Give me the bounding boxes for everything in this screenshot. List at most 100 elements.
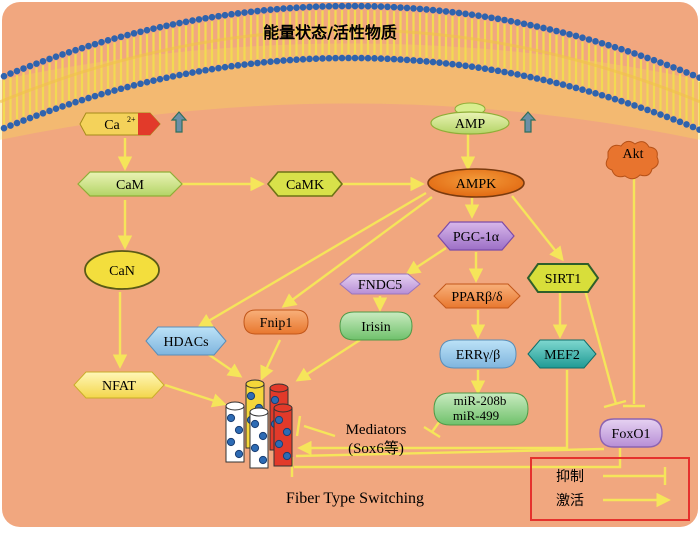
lipid-head [637,104,645,111]
lipid-head [7,70,14,77]
lipid-head [527,21,534,29]
membrane-core [0,28,700,104]
lipid-head [598,91,606,99]
node-err: ERRγ/β [439,339,517,369]
lipid-head [0,72,8,80]
lipid-head [416,57,424,65]
lipid-head [670,116,677,123]
lipid-head [312,55,320,62]
muscle-fiber-top [273,403,293,413]
lipid-head [176,19,183,27]
nucleus-dot [250,419,260,429]
lipid-head [507,17,515,25]
lipid-head [618,45,625,53]
lipid-head [644,54,651,62]
lipid-head [494,15,502,23]
lipid-head [364,54,372,62]
nucleus-dot [226,437,236,447]
node-irisin: Irisin [339,311,413,341]
node-pgc1a: PGC-1α [437,221,515,251]
sirt1-label: SIRT1 [545,272,582,287]
lipid-head [455,9,463,17]
lipid-head [117,33,125,41]
node-amp: AMP [430,102,510,135]
lipid-head [273,5,281,13]
lipid-head [325,2,333,10]
lipid-head [598,39,606,47]
lipid-head [0,124,8,132]
nucleus-dot [258,431,268,441]
lipid-head [351,2,359,10]
lipid-head [241,9,248,16]
node-fndc5: FNDC5 [339,273,421,295]
pgc1a-label: PGC-1α [453,230,500,245]
lipid-head [234,62,242,69]
nucleus-dot [234,449,244,459]
node-ppar: PPARβ/δ [433,283,521,309]
lipid-head [234,10,242,17]
node-mir: miR-208b miR-499 [433,392,529,426]
mediators-line1: Mediators [346,422,407,438]
cell-background [2,2,698,527]
lipid-head [533,75,541,82]
lipid-head [117,85,125,93]
lipid-head [273,57,281,65]
bar-sirt1-foxo1 [603,399,627,409]
lipid-head [13,119,21,127]
lipid-head [306,55,313,63]
nucleus-dot [234,425,244,435]
nucleus-dot [226,413,236,423]
lipid-head [663,61,671,69]
node-ampk: AMPK [427,168,525,198]
lipid-head [527,73,534,81]
akt-label: Akt [623,147,644,162]
lipid-head [20,65,27,72]
lipid-head [520,20,528,28]
edge-mediators-fibers [303,424,336,438]
mediators-label: Mediators (Sox6等) [346,422,407,457]
lipid-head [33,60,40,67]
lipid-head [488,66,495,74]
lipid-head [98,38,105,46]
muscle-fiber-top [225,401,245,411]
lipid-head [384,55,391,63]
lipid-head [46,55,53,63]
lipid-head [215,12,222,20]
lipid-head [618,97,625,105]
edge-pgc-fndc5 [405,246,447,275]
lipid-head [338,54,346,62]
lipid-head [637,52,645,59]
lipid-head [501,16,508,24]
lipid-head [475,12,482,19]
lipid-head [208,65,216,73]
lipid-head [384,3,391,11]
lipid-head [462,10,469,18]
fndc5-label: FNDC5 [358,278,402,293]
lipid-head [403,4,411,12]
muscle-fiber-top [269,383,289,393]
lipid-head [13,67,21,75]
foxo1-label: FoxO1 [612,427,651,442]
lipid-head [377,55,385,62]
lipid-head [611,95,619,103]
nucleus-dot [274,415,284,425]
lipid-head [572,32,580,40]
lipid-head [696,126,700,133]
lipid-head [267,6,274,14]
nucleus-dot [270,395,280,405]
lipid-head [39,109,47,117]
lipid-head [631,50,638,57]
lipid-head [241,61,248,68]
lipid-head [228,62,235,70]
node-cam: CaM [77,171,183,197]
edge-irisin-fibers [295,338,361,382]
lipid-head [286,4,294,12]
mir499-label: miR-499 [453,408,499,423]
node-camk: CaMK [266,171,344,197]
lipid-head [247,60,255,68]
lipid-head [501,68,508,76]
lipid-head [650,108,658,116]
lipid-head [143,78,151,86]
lipid-head [260,7,268,14]
nucleus-dot [246,391,256,401]
